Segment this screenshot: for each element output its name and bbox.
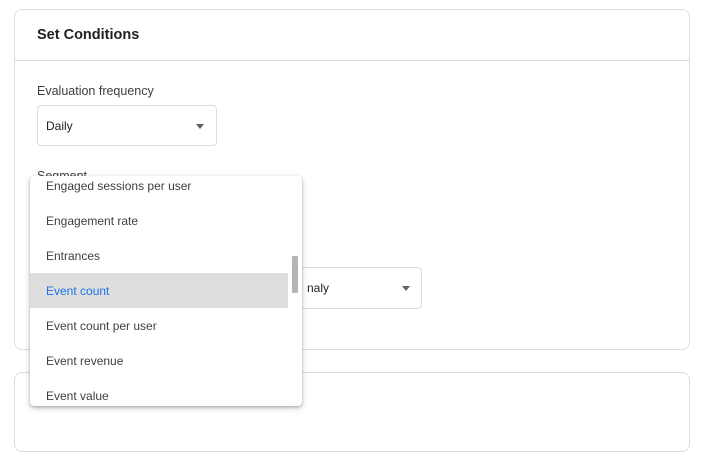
dropdown-option[interactable]: Entrances	[46, 248, 101, 263]
condition-select[interactable]: naly	[292, 267, 422, 309]
chevron-down-icon	[402, 286, 410, 291]
evaluation-frequency-label: Evaluation frequency	[37, 84, 154, 98]
dropdown-option[interactable]: Event count per user	[46, 318, 157, 333]
card-title: Set Conditions	[15, 10, 689, 61]
dropdown-option[interactable]: Engaged sessions per user	[46, 178, 192, 193]
dropdown-option[interactable]: Event value	[46, 388, 109, 403]
dropdown-option[interactable]: Event revenue	[46, 353, 124, 368]
dropdown-scrollbar[interactable]	[292, 256, 298, 293]
condition-select-value: naly	[307, 281, 330, 295]
chevron-down-icon	[196, 124, 204, 129]
evaluation-frequency-select[interactable]: Daily	[37, 105, 217, 146]
dropdown-option[interactable]: Event count	[30, 273, 288, 308]
evaluation-frequency-value: Daily	[46, 118, 73, 133]
dropdown-option[interactable]: Engagement rate	[46, 213, 139, 228]
